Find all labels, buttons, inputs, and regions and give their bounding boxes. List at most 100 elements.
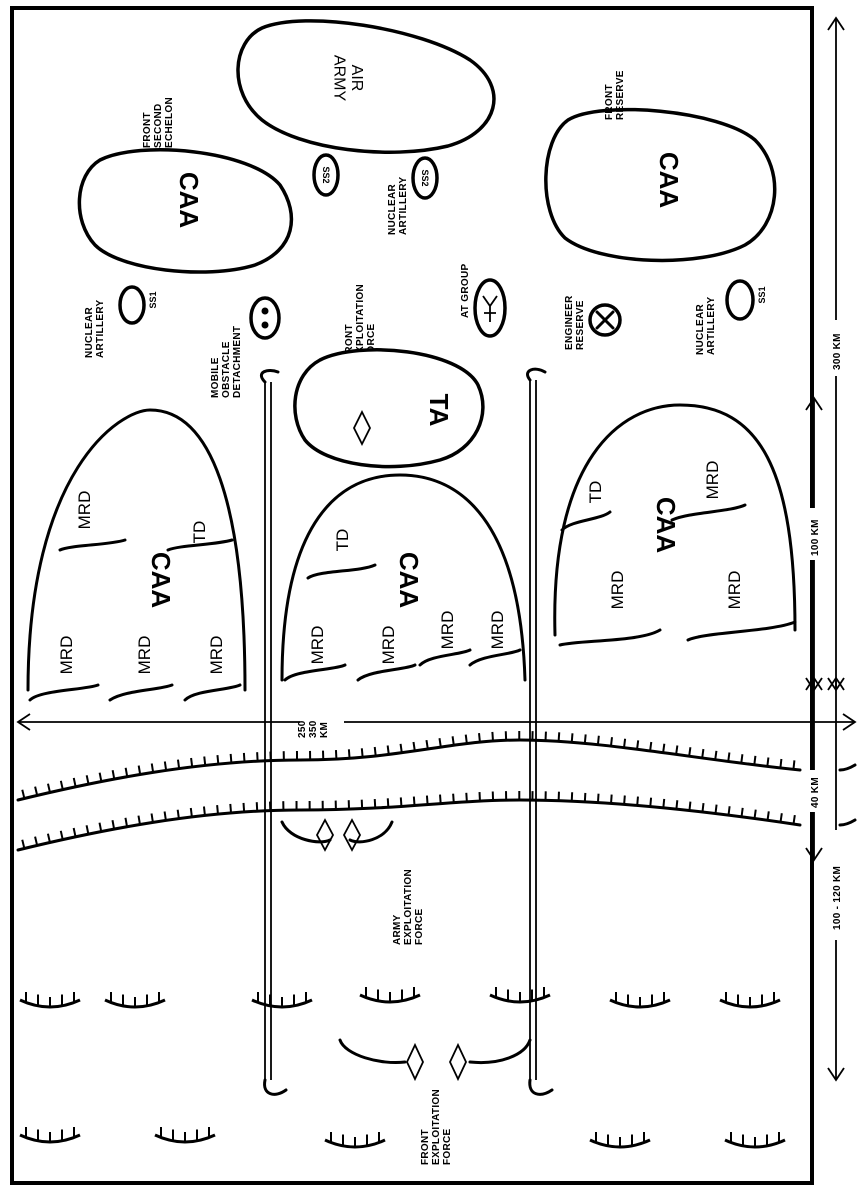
- forward-line-tick: [452, 793, 455, 803]
- forward-line-tick: [176, 759, 181, 769]
- forward-line-tick: [216, 805, 219, 815]
- forward-line-tick: [766, 757, 770, 767]
- depth-label-300-bg: [826, 320, 846, 376]
- forward-line-tick: [386, 745, 390, 755]
- forward-line-tick: [688, 801, 692, 811]
- front-exploitation-force-label-top: FRONTEXPLOITATIONFORCE: [344, 284, 377, 360]
- forward-line-tick: [59, 780, 64, 790]
- caa-left-mrd-1: MRD: [57, 636, 76, 675]
- defensive-position-arc: [719, 992, 781, 1009]
- forward-line-tick: [701, 802, 705, 813]
- front-second-echelon-caa: [77, 148, 294, 274]
- forward-line-tick: [425, 739, 429, 750]
- forward-line-tick: [438, 738, 442, 748]
- width-label-250-350: 250350KM: [297, 720, 330, 738]
- forward-line-tick: [649, 797, 653, 807]
- mobile-obstacle-detachment-symbol: [249, 296, 281, 340]
- defensive-position-arc: [724, 1132, 786, 1149]
- forward-line-tick: [229, 753, 233, 763]
- forward-line-tick: [72, 827, 77, 838]
- forward-line-tick: [85, 825, 90, 835]
- forward-line-tick: [753, 809, 757, 819]
- forward-line-tick: [163, 811, 167, 821]
- caa-right-mrd-1: MRD: [608, 571, 627, 610]
- forward-line-tick: [216, 755, 220, 765]
- front-reserve-caa: [544, 107, 777, 263]
- forward-line-tick: [636, 740, 640, 750]
- forward-line-tick: [137, 765, 142, 775]
- forward-line-tick: [399, 797, 403, 807]
- forward-line-tick: [72, 777, 77, 787]
- front-second-echelon-label: FRONTSECONDECHELON: [142, 97, 175, 148]
- forward-line-tick: [137, 815, 141, 825]
- forward-line-tick: [189, 807, 193, 818]
- at-group-glyph: [482, 295, 498, 322]
- forward-line-tick: [412, 741, 416, 752]
- depth-label-100-120: 100 - 120 KM: [832, 866, 843, 930]
- engineer-reserve-glyph: [595, 310, 615, 330]
- forward-line-tick: [701, 748, 705, 759]
- caa-center-bracket-2: [356, 663, 417, 682]
- air-army-oval: [236, 19, 496, 154]
- forward-line-tick: [792, 814, 796, 825]
- caa-center-mrd-4: MRD: [488, 611, 507, 650]
- forward-line-tick: [649, 741, 653, 752]
- caa-right-bracket-2: [686, 620, 797, 642]
- forward-line-tick: [766, 811, 770, 821]
- forward-line-tick: [662, 798, 666, 808]
- forward-line-tick: [596, 735, 600, 745]
- defensive-position-arc: [104, 992, 166, 1009]
- ss1-right-label: SS1: [757, 286, 767, 303]
- forward-line-tick: [111, 770, 116, 780]
- caa-left-mrd-2: MRD: [135, 636, 154, 675]
- caa-left-mrd-top-bracket: [58, 538, 127, 552]
- depth-label-100: 100 KM: [810, 519, 821, 556]
- caa-left-mrd-3: MRD: [207, 636, 226, 675]
- army-boundary-right: [526, 367, 554, 1096]
- mobile-obstacle-dot-1: [261, 307, 269, 315]
- forward-line-tick: [229, 803, 233, 814]
- air-army-label: AIRARMY: [330, 55, 365, 102]
- caa-center-mrd-3: MRD: [438, 611, 457, 650]
- forward-line-tick: [202, 806, 206, 816]
- nuclear-artillery-label-left: NUCLEARARTILLERY: [84, 300, 106, 358]
- forward-line-tick: [623, 738, 627, 748]
- forward-line-tick: [34, 836, 39, 846]
- caa-right-mrd-top: MRD: [703, 461, 722, 500]
- ss1-left-label: SS1: [148, 291, 158, 308]
- forward-line-tick: [464, 734, 468, 744]
- forward-line-tick: [176, 809, 180, 819]
- forward-line-tick: [740, 754, 744, 764]
- forward-line-1: [16, 738, 802, 802]
- diagram-frame: [10, 6, 814, 1185]
- forward-line-tick: [242, 752, 246, 763]
- forward-line-tick: [478, 733, 481, 743]
- forward-line-tick: [190, 757, 194, 768]
- forward-line-tick: [150, 763, 155, 773]
- forward-line-tick: [124, 817, 129, 827]
- caa-right-mrd-top-bracket: [670, 503, 747, 522]
- forward-line-tick: [675, 800, 679, 810]
- forward-line-right-stub-1: [838, 763, 857, 772]
- caa-right-dome: [553, 403, 797, 637]
- forward-line-tick: [203, 756, 207, 766]
- caa-center-mrd-2: MRD: [379, 626, 398, 665]
- ss1-oval-right: [725, 279, 755, 321]
- tank-army-label: TA: [424, 394, 454, 427]
- forward-line-tick: [491, 731, 494, 742]
- forward-line-tick: [46, 833, 51, 843]
- forward-line-tick: [779, 758, 783, 769]
- caa-right-td: TD: [586, 481, 605, 504]
- engineer-reserve-label: ENGINEERRESERVE: [564, 295, 586, 350]
- tank-army-diamond: [352, 409, 372, 447]
- forward-line-tick: [727, 752, 731, 762]
- forward-line-tick: [557, 732, 561, 742]
- caa-center-td: TD: [333, 529, 352, 552]
- forward-line-tick: [242, 802, 246, 813]
- defensive-position-arc: [19, 992, 81, 1009]
- forward-line-tick: [740, 807, 744, 817]
- caa-left-bracket-1: [28, 683, 100, 702]
- forward-line-tick: [688, 747, 692, 757]
- forward-line-tick: [425, 795, 429, 805]
- forward-line-tick: [609, 737, 613, 747]
